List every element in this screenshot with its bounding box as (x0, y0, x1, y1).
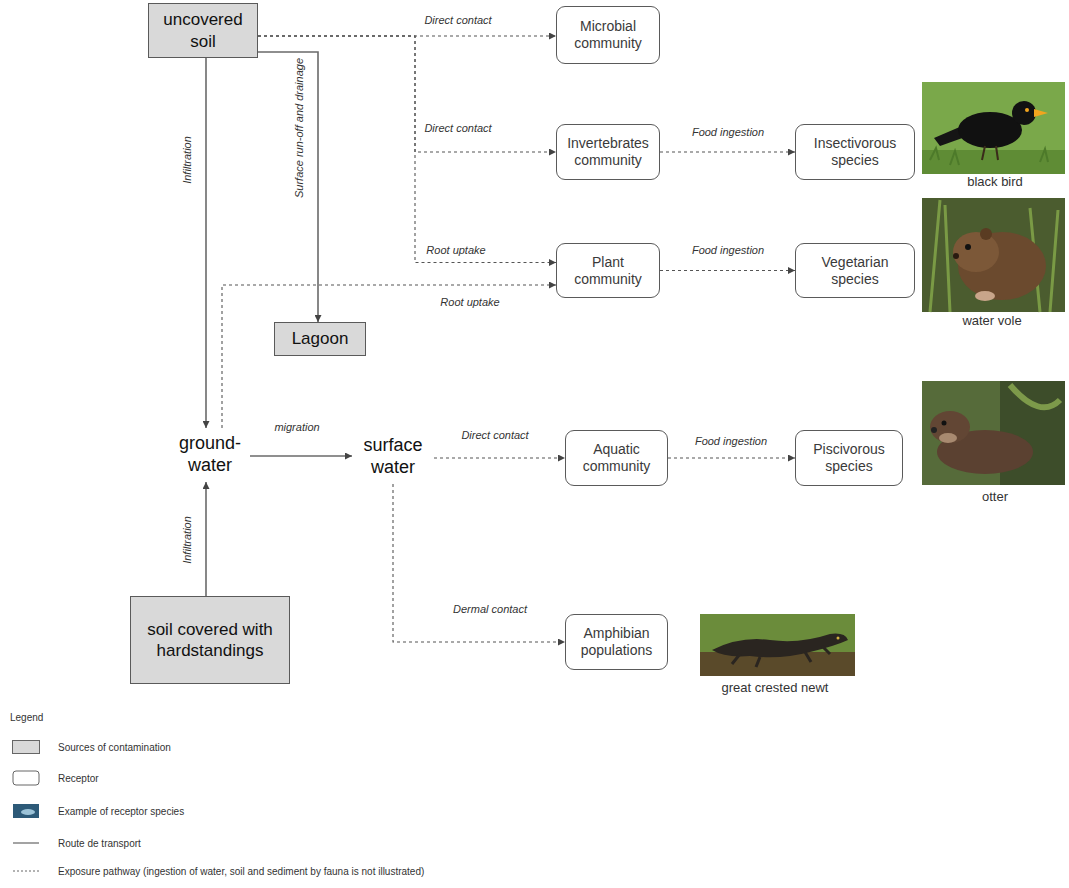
legend-text: Sources of contamination (58, 742, 171, 753)
node-text: Amphibian populations (571, 625, 662, 659)
receptor-box: Aquatic community (565, 430, 668, 486)
source-box: soil covered with hardstandings (130, 596, 290, 684)
node-text: Aquatic community (571, 441, 662, 475)
node-text: ground- water (170, 433, 250, 476)
node-text: Piscivorous species (801, 441, 897, 475)
exposure-pathway (393, 484, 565, 642)
legend-text: Exposure pathway (ingestion of water, so… (58, 866, 424, 877)
exposure-pathway (660, 151, 795, 152)
receptor-box: Piscivorous species (795, 430, 903, 486)
species-caption: otter (982, 489, 1008, 505)
legend-sample (12, 770, 40, 786)
species-caption: great crested newt (722, 680, 829, 696)
transport-route (258, 52, 318, 322)
node-text: uncovered soil (155, 9, 251, 52)
source-box: Lagoon (274, 322, 366, 356)
exposure-pathway (660, 270, 795, 271)
legend-row: Exposure pathway (ingestion of water, so… (12, 863, 424, 879)
edge-label: Root uptake (424, 244, 487, 257)
species-caption: water vole (962, 313, 1021, 329)
legend-text: Example of receptor species (58, 806, 184, 817)
receptor-box: Insectivorous species (795, 124, 915, 180)
edge-label: Infiltration (181, 134, 194, 186)
edge-label: Dermal contact (451, 603, 529, 616)
exposure-pathway (222, 285, 556, 428)
edge-label: Surface run-off and drainage (293, 56, 306, 200)
legend-sample (12, 863, 40, 879)
edge-label: migration (272, 421, 321, 434)
legend-row: Receptor (12, 770, 99, 786)
legend-text: Route de transport (58, 838, 141, 849)
edge-label: Food ingestion (693, 435, 769, 448)
newt-photo (700, 614, 855, 676)
edge-label: Food ingestion (690, 126, 766, 139)
legend-sample (12, 803, 40, 819)
node-text: Vegetarian species (801, 254, 909, 288)
otter-photo (922, 381, 1065, 485)
edge-label: Food ingestion (690, 244, 766, 257)
node-text: Microbial community (562, 18, 654, 52)
legend-title: Legend (10, 712, 43, 724)
blackbird-photo (922, 82, 1065, 174)
node-text: Invertebrates community (562, 135, 654, 169)
legend-row: Sources of contamination (12, 740, 171, 754)
species-caption: black bird (967, 174, 1023, 190)
receptor-box: Plant community (556, 243, 660, 298)
node-text: soil covered with hardstandings (137, 619, 283, 662)
legend-row: Route de transport (12, 835, 141, 851)
receptor-box: Microbial community (556, 6, 660, 64)
legend-swatch (12, 740, 40, 754)
node-text: Lagoon (292, 328, 349, 349)
edge-label: Root uptake (438, 296, 501, 309)
transport-route (205, 58, 207, 428)
node-text: Plant community (562, 254, 654, 288)
receptor-box: Vegetarian species (795, 243, 915, 298)
receptor-box: Amphibian populations (565, 614, 668, 670)
water-vole-photo (922, 198, 1065, 312)
legend-sample (12, 835, 40, 851)
legend-text: Receptor (58, 773, 99, 784)
medium-node: ground- water (170, 428, 250, 482)
exposure-pathway (434, 457, 565, 458)
transport-route (250, 455, 352, 457)
source-box: uncovered soil (148, 3, 258, 58)
medium-node: surface water (352, 430, 434, 484)
receptor-box: Invertebrates community (556, 124, 660, 180)
edge-label: Direct contact (422, 14, 493, 27)
transport-route (205, 482, 207, 596)
exposure-pathway (258, 36, 556, 263)
node-text: Insectivorous species (801, 135, 909, 169)
legend-row: Example of receptor species (12, 803, 184, 819)
edge-label: Direct contact (459, 429, 530, 442)
exposure-pathway (668, 457, 795, 458)
edge-label: Direct contact (422, 122, 493, 135)
node-text: surface water (352, 435, 434, 478)
edge-label: Infiltration (181, 514, 194, 566)
